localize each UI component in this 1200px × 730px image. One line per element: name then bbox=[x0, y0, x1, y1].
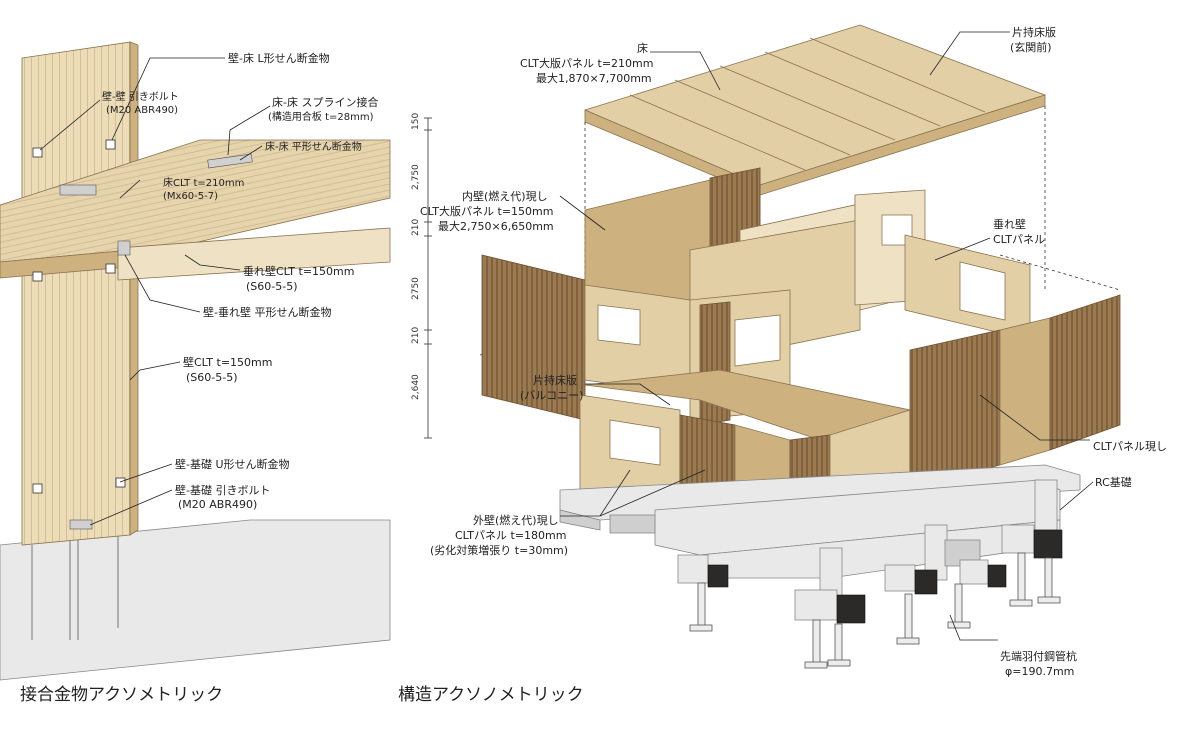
dim-210-a: 210 bbox=[411, 219, 421, 236]
label-floor-clt-spec: (Mx60-5-7) bbox=[163, 191, 218, 202]
label-hanging-wall: 垂れ壁CLT t=150mm bbox=[243, 264, 354, 278]
right-diagram: 150 2,750 210 2750 210 2,640 bbox=[398, 24, 1167, 705]
caption-right: 構造アクソノメトリック bbox=[398, 685, 584, 705]
dimension-chain: 150 2,750 210 2750 210 2,640 bbox=[411, 113, 432, 439]
label-inner-wall: 内壁(燃え代)現し bbox=[462, 189, 548, 203]
label-wall-clt-spec: (S60-5-5) bbox=[186, 371, 238, 384]
label-foundation-bolt-spec: (M20 ABR490) bbox=[178, 498, 257, 511]
label-spline: 床-床 スプライン接合 bbox=[272, 95, 378, 109]
left-leaders bbox=[39, 57, 271, 526]
label-hanging-wall-spec: (S60-5-5) bbox=[246, 280, 298, 293]
floor-panels-exploded bbox=[583, 24, 1047, 196]
label-cantilever-entrance-sub: (玄関前) bbox=[1010, 40, 1052, 54]
label-floor-flat: 床-床 平形せん断金物 bbox=[265, 140, 362, 153]
label-wall-clt: 壁CLT t=150mm bbox=[183, 355, 272, 369]
right-leaders bbox=[559, 31, 1094, 641]
hanging-wall-clt bbox=[117, 227, 391, 281]
clt-exposed-wall-right bbox=[1049, 294, 1121, 451]
label-inner-wall-panel: CLT大版パネル t=150mm bbox=[420, 204, 553, 218]
right-labels: 床 CLT大版パネル t=210mm 最大1,870×7,700mm 片持床版 … bbox=[420, 25, 1167, 678]
label-floor-clt: 床CLT t=210mm bbox=[163, 176, 244, 189]
dim-2640: 2,640 bbox=[411, 374, 421, 400]
label-outer-wall: 外壁(燃え代)現し bbox=[473, 513, 559, 527]
label-foundation-bolt: 壁-基礎 引きボルト bbox=[175, 483, 270, 497]
label-floor-panel: CLT大版パネル t=210mm bbox=[520, 56, 653, 70]
label-wall-hanging-plate: 壁-垂れ壁 平形せん断金物 bbox=[203, 305, 331, 319]
label-outer-wall-layer: (劣化対策増張り t=30mm) bbox=[430, 543, 568, 557]
label-hanging-wall: 垂れ壁 bbox=[993, 217, 1026, 231]
label-pile: 先端羽付鋼管杭 bbox=[1000, 649, 1077, 663]
label-floor-size: 最大1,870×7,700mm bbox=[536, 71, 652, 85]
dim-210-b: 210 bbox=[411, 327, 421, 344]
label-floor: 床 bbox=[637, 41, 648, 55]
label-clt-exposed: CLTパネル現し bbox=[1093, 440, 1167, 453]
dim-2750-a: 2,750 bbox=[411, 164, 421, 190]
label-outer-wall-panel: CLTパネル t=180mm bbox=[455, 529, 566, 542]
steel-piles bbox=[689, 552, 1061, 669]
label-wall-floor-l: 壁-床 L形せん断金物 bbox=[228, 51, 330, 65]
label-foundation-u: 壁-基礎 U形せん断金物 bbox=[175, 457, 290, 471]
wall-brackets bbox=[32, 139, 126, 494]
floor-clt-slab bbox=[0, 139, 391, 263]
steel-plates bbox=[59, 153, 253, 530]
foundation-slab bbox=[0, 519, 391, 681]
pile-caps bbox=[677, 524, 1063, 624]
anchor-bolts bbox=[31, 535, 119, 640]
caption-left: 接合金物アクソメトリック bbox=[20, 685, 223, 705]
left-diagram: 壁-床 L形せん断金物 壁-壁 引きボルト (M20 ABR490) 床-床 ス… bbox=[0, 41, 391, 705]
label-inner-wall-size: 最大2,750×6,650mm bbox=[438, 219, 554, 233]
label-wall-wall-bolt: 壁-壁 引きボルト bbox=[102, 90, 179, 103]
left-labels: 壁-床 L形せん断金物 壁-壁 引きボルト (M20 ABR490) 床-床 ス… bbox=[102, 51, 378, 511]
label-balcony: 片持床版 bbox=[533, 373, 577, 387]
label-pile-diameter: φ=190.7mm bbox=[1005, 665, 1074, 678]
label-hanging-wall-clt: CLTパネル bbox=[993, 233, 1045, 246]
dim-2750-b: 2750 bbox=[411, 277, 421, 300]
label-balcony-sub: (バルコニー) bbox=[520, 389, 583, 402]
dim-150: 150 bbox=[411, 113, 421, 130]
label-cantilever-entrance: 片持床版 bbox=[1012, 25, 1056, 39]
clt-exposed-wall-front bbox=[909, 329, 1001, 491]
label-spline-spec: (構造用合板 t=28mm) bbox=[268, 110, 374, 123]
wall-clt-panel bbox=[21, 41, 131, 546]
label-rc-foundation: RC基礎 bbox=[1095, 476, 1132, 489]
label-wall-wall-bolt-spec: (M20 ABR490) bbox=[106, 105, 178, 116]
